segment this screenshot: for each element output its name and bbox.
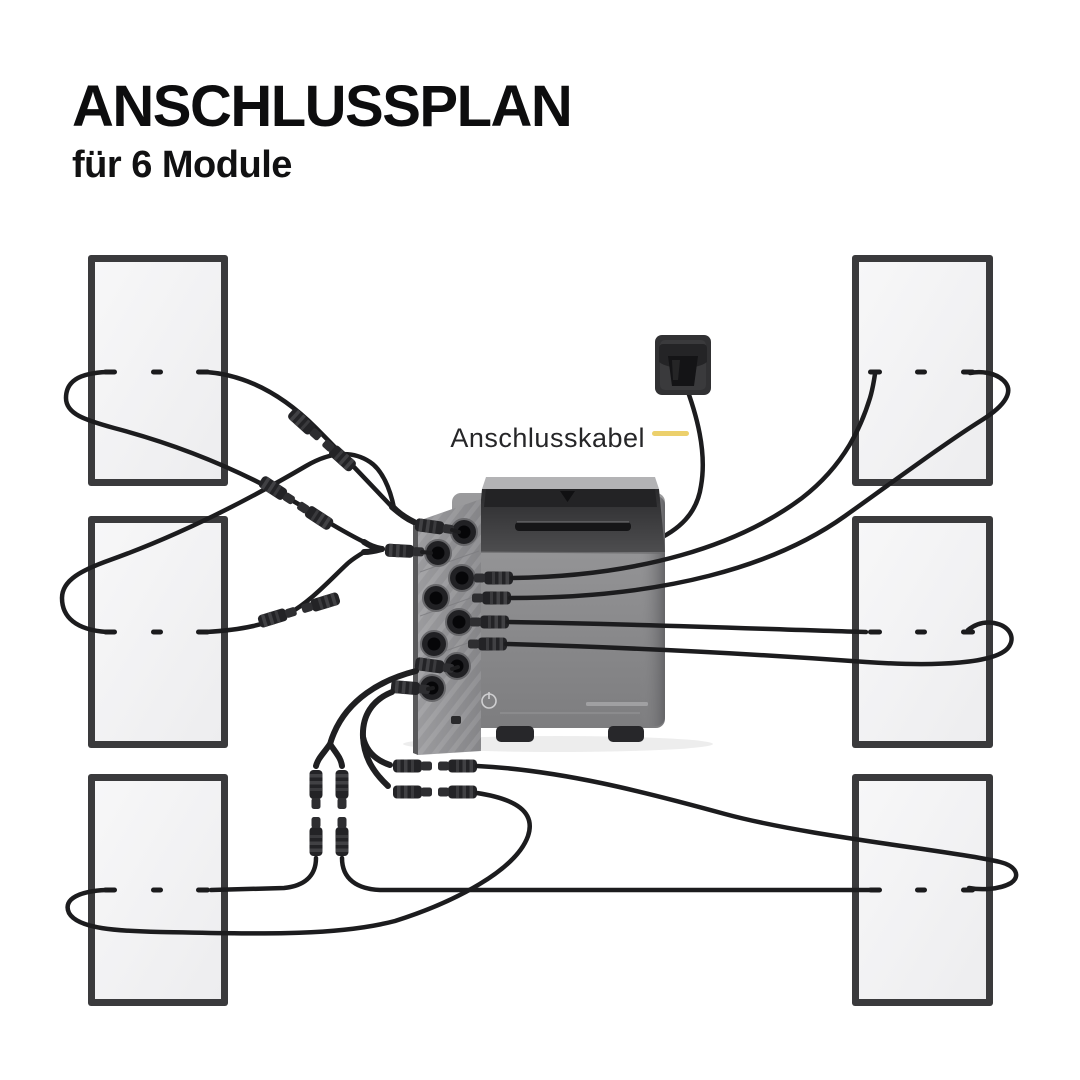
cable-module2-left [59,451,397,635]
mc4-connector-pair [393,759,477,773]
handle-recess-shade [484,489,657,507]
cabling-right [468,369,1014,667]
cable-module4-left [509,371,878,581]
cable-to-module3-left-loop [65,790,532,936]
cable-to-module6-left [339,855,872,893]
device-top-face [482,477,659,489]
label-pointer-dash [652,431,689,436]
anschlusskabel-label: Anschlusskabel [450,423,645,453]
pv-port [420,630,448,658]
cable-module2-right [203,549,367,635]
page-subtitle: für 6 Module [72,144,292,186]
mc4-connector-pair [256,591,342,629]
triangle-marker-icon [560,491,575,502]
wall-outlet [655,335,711,395]
page-title: ANSCHLUSSPLAN [72,74,573,139]
cable-to-module3-right [208,855,319,893]
y-splitter-lower [361,539,433,559]
page-header: ANSCHLUSSPLAN für 6 Module [72,74,573,186]
storage-device [403,477,713,755]
mc4-connector-pair [335,770,349,856]
port-divider [419,594,480,617]
cable-to-module6-right-loop [474,763,1019,892]
pv-port [422,584,450,612]
handle-slot [515,522,631,531]
aux-port [451,716,461,724]
port-panel-edge [413,521,418,755]
y-splitter-bottom-right [359,679,435,789]
device-foot [496,726,534,742]
device-label-text-hint [586,702,648,706]
anschlusskabel-cable [649,378,706,545]
y-splitter-bottom-left [313,656,460,769]
device-seam [475,551,666,554]
pv-port [450,518,478,546]
cable-module1-right [203,369,395,510]
mc4-connector-pair [393,785,477,799]
y-splitter-upper [389,504,461,537]
cable-module4-right-loop [507,369,1011,601]
cabling-bottom [65,656,1019,936]
pv-port [448,564,476,592]
power-icon [481,692,497,709]
pv-ports [418,518,478,702]
mc4-connector-pair [309,770,323,856]
port-divider [419,550,480,573]
cable-module5-left [505,619,869,635]
device-foot [608,726,644,742]
cabling-upper-left [59,369,461,635]
pv-port [445,608,473,636]
cable-module5-right-loop [503,620,1014,667]
plug-highlight [672,360,680,380]
